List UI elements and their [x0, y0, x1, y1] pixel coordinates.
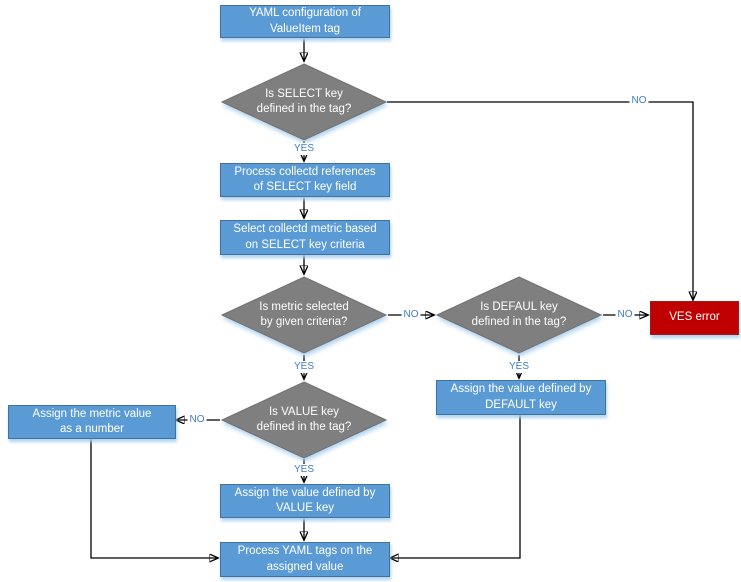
- label-no-default: NO: [615, 309, 635, 321]
- decision-value-key: Is VALUE key defined in the tag?: [221, 381, 387, 459]
- node-start: YAML configuration of ValueItem tag: [220, 5, 390, 38]
- node-ves-error: VES error: [650, 301, 739, 335]
- label-yes-metric: YES: [291, 361, 317, 373]
- process-select-metric: Select collectd metric based on SELECT ke…: [220, 220, 390, 255]
- node-label-line: defined in the tag?: [256, 103, 352, 115]
- node-label-line: on SELECT key criteria: [245, 238, 365, 251]
- diamond-shape: [221, 276, 387, 354]
- node-label-line: Assign the value defined by: [234, 486, 376, 499]
- node-label-line: VES error: [669, 311, 720, 324]
- label-yes-value: YES: [291, 464, 317, 476]
- node-label-line: of SELECT key field: [253, 181, 357, 193]
- node-label-line: defined in the tag?: [256, 421, 352, 433]
- node-label-line: Assign the metric value: [32, 407, 152, 420]
- edge-metricvalue-to-yaml: [90, 438, 218, 558]
- label-yes-select: YES: [291, 143, 317, 155]
- process-assign-default: Assign the value defined by DEFAULT key: [436, 380, 606, 415]
- edge-default-to-yaml: [390, 414, 521, 558]
- node-label-line: DEFAULT key: [485, 398, 557, 411]
- node-label-line: Is VALUE key: [268, 405, 340, 418]
- decision-metric-selected: Is metric selected by given criteria?: [221, 276, 387, 354]
- node-label-line: as a number: [60, 423, 124, 435]
- node-label-line: by given criteria?: [260, 316, 348, 328]
- process-assign-metric-number: Assign the metric value as a number: [8, 405, 176, 439]
- process-yaml-tags: Process YAML tags on the assigned value: [220, 542, 390, 577]
- label-no-select: NO: [629, 95, 649, 107]
- node-label-line: YAML configuration of: [249, 7, 361, 20]
- node-label-line: Process collectd references: [234, 165, 376, 178]
- decision-select-key: Is SELECT key defined in the tag?: [221, 63, 387, 141]
- label-no-metric: NO: [401, 309, 421, 321]
- node-label-line: Is metric selected: [259, 300, 349, 313]
- node-label-line: VALUE key: [276, 502, 334, 514]
- node-label-line: ValueItem tag: [269, 22, 341, 35]
- node-label-line: Is SELECT key: [265, 87, 343, 100]
- label-no-value: NO: [187, 414, 207, 426]
- label-yes-default: YES: [506, 361, 532, 373]
- diamond-shape: [221, 63, 387, 141]
- node-label-line: Is DEFAUL key: [480, 300, 558, 313]
- node-label-line: Select collectd metric based: [233, 223, 377, 236]
- node-label-line: Assign the value defined by: [450, 383, 592, 396]
- diamond-shape: [436, 276, 602, 354]
- node-label-line: Process YAML tags on the: [237, 545, 373, 558]
- edge-select-no-to-ves: [387, 101, 693, 300]
- process-assign-value: Assign the value defined by VALUE key: [220, 484, 390, 518]
- process-collectd-references: Process collectd references of SELECT key…: [220, 163, 390, 197]
- decision-default-key: Is DEFAUL key defined in the tag?: [436, 276, 602, 354]
- node-label-line: assigned value: [266, 560, 344, 573]
- node-label-line: defined in the tag?: [471, 316, 567, 328]
- diamond-shape: [221, 381, 387, 459]
